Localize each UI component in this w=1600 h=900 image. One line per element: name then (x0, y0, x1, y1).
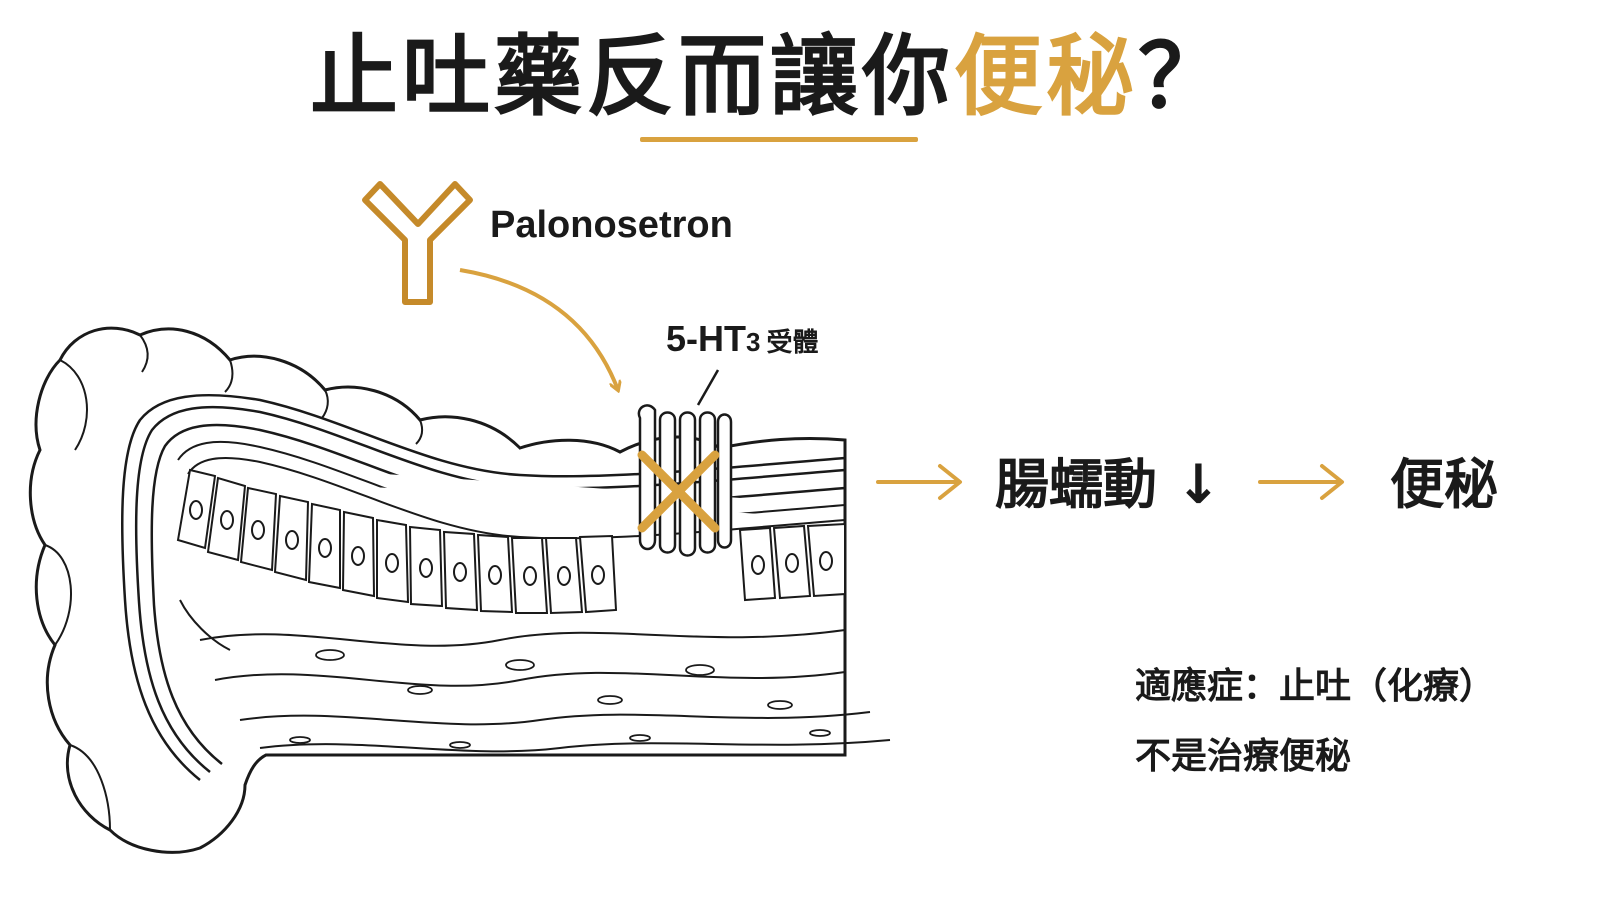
haustra-folds (44, 334, 424, 831)
receptor-label-suffix: 受體 (766, 327, 819, 357)
binding-arrow (459, 268, 618, 390)
connective-tissue (289, 649, 831, 749)
title-prefix: 止吐藥反而讓你 (309, 25, 954, 128)
title-underline (640, 137, 918, 142)
flow-step-constipation: 便秘 (1390, 453, 1498, 516)
drug-molecule-icon (362, 181, 473, 305)
block-x-icon (637, 450, 720, 533)
receptor-pointer (696, 369, 720, 406)
page-title: 止吐藥反而讓你便秘？ (0, 22, 1540, 132)
receptor-label-prefix: 5-HT (666, 318, 746, 359)
indication-note: 適應症：止吐（化療） (1135, 666, 1496, 707)
flow-arrows (876, 464, 1344, 500)
muscle-layer (179, 599, 891, 753)
flow-step-peristalsis: 腸蠕動 ↓ (995, 453, 1222, 516)
receptor-icon (637, 404, 733, 557)
title-suffix: ？ (1138, 25, 1231, 128)
cell-nuclei (189, 500, 833, 586)
title-highlight: 便秘 (953, 25, 1138, 128)
receptor-label-subscript: 3 (746, 327, 761, 357)
drug-name-label: Palonosetron (490, 204, 733, 246)
not-treatment-note: 不是治療便秘 (1135, 736, 1352, 777)
epithelial-cells (176, 468, 846, 615)
